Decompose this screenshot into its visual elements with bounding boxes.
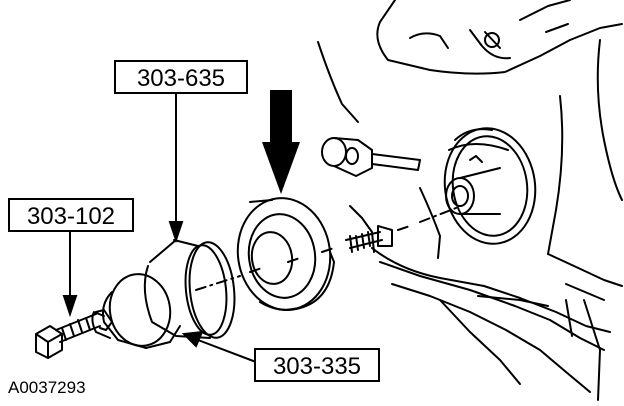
engine-block — [317, 0, 623, 401]
arrowhead-303-102 — [62, 295, 78, 318]
alignment-centerline — [195, 207, 457, 291]
leader-303-335 — [197, 339, 257, 363]
seal-installer-303-635 — [143, 239, 236, 339]
arrowhead-303-635 — [168, 221, 184, 244]
crankshaft-front-seal — [236, 197, 335, 311]
crankshaft-stud — [345, 225, 393, 253]
callout-303-635: 303-635 — [114, 60, 248, 94]
callout-303-335: 303-335 — [254, 348, 380, 382]
figure-id: A0037293 — [8, 378, 86, 397]
installation-direction-arrow — [262, 90, 300, 194]
arrowhead-303-335 — [181, 330, 204, 348]
bolt-303-102 — [35, 309, 113, 359]
callout-303-102: 303-102 — [8, 198, 134, 232]
installer-screw-303-335 — [91, 273, 181, 349]
engine-bracket — [321, 137, 421, 177]
crankshaft-pulley — [443, 127, 537, 245]
